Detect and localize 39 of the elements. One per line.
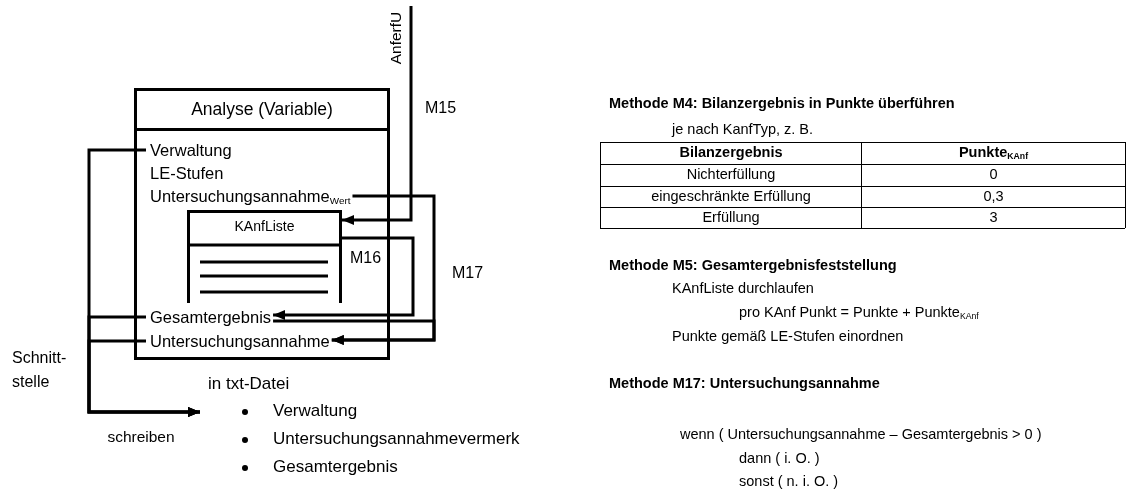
class-box bbox=[134, 88, 390, 360]
file-heading: in txt-Datei bbox=[208, 374, 290, 394]
list-item-text: Untersuchungsannahmevermerk bbox=[273, 429, 520, 449]
class-name: Analyse (Variable) bbox=[191, 99, 333, 120]
column-header: Punkte$_{KAnf}$ bbox=[957, 143, 1030, 163]
attribute-text: LE-Stufen bbox=[150, 163, 224, 183]
method-heading: Methode M4: Bilanzergebnis in Punkte überführen bbox=[609, 94, 955, 112]
condition-text: wenn ( Untersuchungsannahme – Gesamtergebnis > 0 ) bbox=[680, 425, 1042, 443]
step-text: KAnfListe durchlaufen bbox=[672, 279, 814, 297]
attribute-text: Untersuchungsannahme$_{Wert}$ bbox=[150, 186, 351, 206]
note-text: je nach KanfTyp, z. B. bbox=[672, 120, 814, 138]
arrow bbox=[87, 339, 200, 417]
step-text: Punkte gemäß LE-Stufen einordnen bbox=[672, 327, 904, 345]
list-item-text: Verwaltung bbox=[273, 401, 358, 421]
attribute-text: Gesamtergebnis bbox=[150, 307, 272, 327]
attribute-text: Verwaltung bbox=[150, 140, 232, 160]
condition-text: dann ( i. O. ) bbox=[739, 449, 820, 467]
table-value: 0,3 bbox=[982, 187, 1005, 206]
table-text: Erfüllung bbox=[701, 208, 761, 227]
list-title: KAnfListe bbox=[233, 218, 296, 234]
method-heading: Methode M17: Untersuchungsannahme bbox=[609, 374, 880, 392]
table-text: eingeschränkte Erfüllung bbox=[650, 187, 812, 206]
list-item-text: Gesamtergebnis bbox=[273, 457, 398, 477]
column-header: Bilanzergebnis bbox=[678, 143, 784, 162]
method-label: M17 bbox=[452, 263, 484, 283]
step-text: pro KAnf Punkt = Punkte + Punkte$_{KAnf}$ bbox=[739, 303, 979, 321]
method-label: M16 bbox=[350, 248, 382, 268]
table-value: 0 bbox=[988, 165, 999, 184]
table-value: 3 bbox=[988, 208, 999, 227]
interface-label: Schnitt- stelle bbox=[12, 348, 67, 392]
list-box bbox=[187, 210, 342, 303]
arrow bbox=[273, 319, 436, 345]
arrow bbox=[342, 6, 413, 225]
attribute-text: Untersuchungsannahme bbox=[150, 331, 330, 351]
condition-text: sonst ( n. i. O. ) bbox=[739, 472, 839, 490]
arrow bbox=[273, 236, 415, 320]
method-heading: Methode M5: Gesamtergebnisfeststellung bbox=[609, 256, 897, 274]
method-label: M15 bbox=[425, 98, 457, 118]
table-text: Nichterfüllung bbox=[685, 165, 777, 184]
